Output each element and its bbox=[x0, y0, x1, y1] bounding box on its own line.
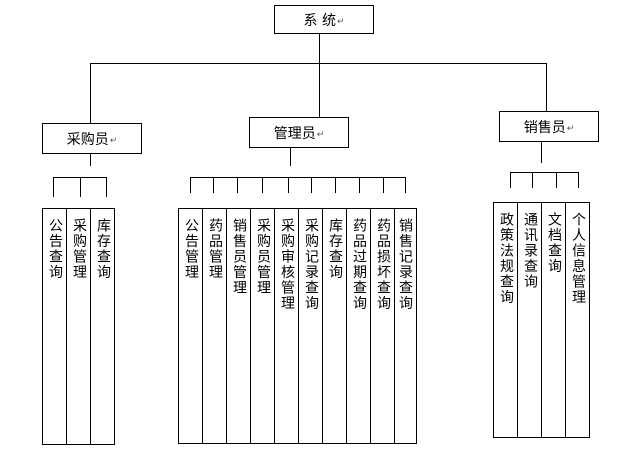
leaf-label: 销售记录查询 bbox=[397, 218, 413, 311]
leaf-label: 文档查询 bbox=[546, 212, 562, 274]
leaf-admin-buyer-management: 采购员管理 bbox=[250, 208, 275, 444]
group-admin: 管理员↵ bbox=[249, 117, 349, 148]
group-seller: 销售员↵ bbox=[499, 111, 599, 142]
leaf-admin-purchase-review-management: 采购审核管理 bbox=[274, 208, 299, 444]
leaf-admin-drug-expiry-query: 药品过期查询 bbox=[346, 208, 371, 444]
root-label: 系 统 bbox=[303, 12, 336, 29]
leaf-seller-document-query: 文档查询 bbox=[541, 202, 566, 438]
leaf-seller-personal-info-management: 个人信息管理 bbox=[565, 202, 590, 438]
leaf-admin-announcement-management: 公告管理 bbox=[178, 208, 203, 444]
leaf-label: 销售员管理 bbox=[231, 218, 247, 296]
return-mark-icon: ↵ bbox=[566, 123, 575, 134]
leaf-buyer-purchase-management: 采购管理 bbox=[66, 208, 91, 445]
return-mark-icon: ↵ bbox=[109, 135, 118, 146]
leaf-label: 库存查询 bbox=[95, 218, 111, 280]
root-node: 系 统↵ bbox=[274, 5, 374, 34]
leaf-label: 药品过期查询 bbox=[351, 218, 367, 311]
leaf-label: 个人信息管理 bbox=[570, 212, 586, 305]
leaf-label: 公告查询 bbox=[47, 218, 63, 280]
leaf-admin-stock-query: 库存查询 bbox=[322, 208, 347, 444]
return-mark-icon: ↵ bbox=[336, 16, 345, 27]
return-mark-icon: ↵ bbox=[316, 129, 325, 140]
leaf-admin-sales-record-query: 销售记录查询 bbox=[394, 208, 417, 444]
leaf-label: 公告管理 bbox=[183, 218, 199, 280]
leaf-seller-contacts-query: 通讯录查询 bbox=[517, 202, 542, 438]
group-admin-label: 管理员 bbox=[273, 125, 316, 142]
leaf-label: 通讯录查询 bbox=[522, 212, 538, 290]
group-buyer-label: 采购员 bbox=[66, 131, 109, 148]
leaf-buyer-stock-query: 库存查询 bbox=[90, 208, 115, 445]
leaf-buyer-announcement-query: 公告查询 bbox=[42, 208, 67, 445]
leaf-label: 库存查询 bbox=[327, 218, 343, 280]
group-seller-label: 销售员 bbox=[523, 119, 566, 136]
leaf-label: 采购管理 bbox=[71, 218, 87, 280]
leaf-label: 采购员管理 bbox=[255, 218, 271, 296]
leaf-admin-seller-management: 销售员管理 bbox=[226, 208, 251, 444]
leaf-label: 采购审核管理 bbox=[279, 218, 295, 311]
leaf-label: 采购记录查询 bbox=[303, 218, 319, 311]
leaf-admin-purchase-record-query: 采购记录查询 bbox=[298, 208, 323, 444]
leaf-label: 政策法规查询 bbox=[498, 212, 514, 305]
group-buyer: 采购员↵ bbox=[42, 123, 142, 154]
leaf-label: 药品管理 bbox=[207, 218, 223, 280]
leaf-admin-drug-damage-query: 药品损坏查询 bbox=[370, 208, 395, 444]
leaf-label: 药品损坏查询 bbox=[375, 218, 391, 311]
leaf-admin-drug-management: 药品管理 bbox=[202, 208, 227, 444]
leaf-seller-policy-query: 政策法规查询 bbox=[493, 202, 518, 438]
